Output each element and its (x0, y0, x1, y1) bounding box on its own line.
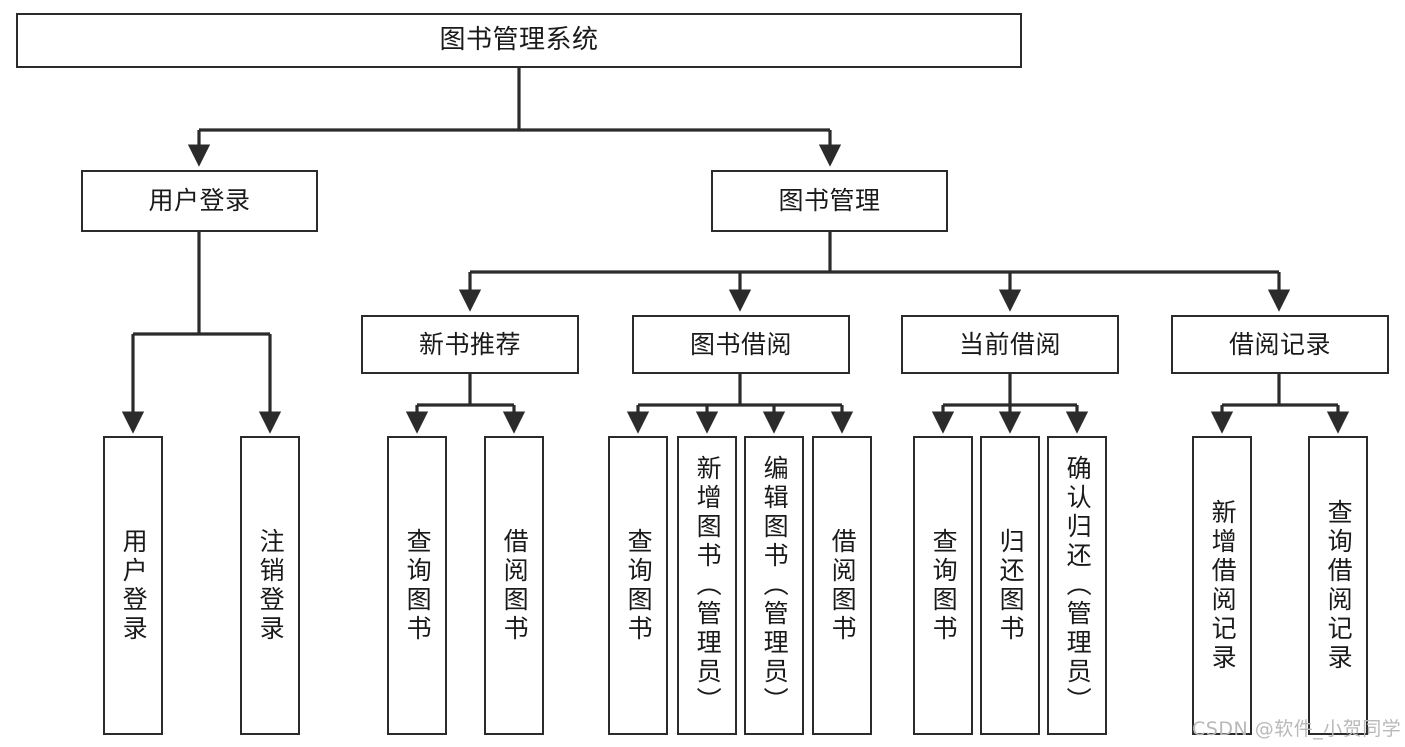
node-leaf-query-book-1[interactable]: 查询图书 (387, 436, 447, 735)
node-new-book-rec-label: 新书推荐 (418, 329, 521, 359)
node-leaf-confirm-return-label: 确认归还（管理员） (1063, 455, 1093, 716)
node-leaf-query-book-2-label: 查询图书 (624, 527, 654, 644)
node-current-borrow-label: 当前借阅 (958, 329, 1061, 359)
node-leaf-user-login[interactable]: 用户登录 (103, 436, 163, 735)
node-leaf-borrow-book-2[interactable]: 借阅图书 (812, 436, 872, 735)
node-leaf-confirm-return[interactable]: 确认归还（管理员） (1047, 436, 1107, 735)
node-leaf-query-record[interactable]: 查询借阅记录 (1308, 436, 1368, 735)
watermark-text: CSDN @软件_小贺同学 (1192, 718, 1402, 740)
node-leaf-query-book-1-label: 查询图书 (403, 527, 433, 644)
node-leaf-return-book-label: 归还图书 (996, 527, 1026, 644)
node-leaf-borrow-book-1[interactable]: 借阅图书 (484, 436, 544, 735)
node-leaf-query-book-3-label: 查询图书 (929, 527, 959, 644)
node-leaf-query-record-label: 查询借阅记录 (1324, 498, 1354, 673)
node-borrow-record[interactable]: 借阅记录 (1171, 315, 1389, 374)
node-book-mgmt[interactable]: 图书管理 (711, 170, 948, 232)
node-leaf-add-record[interactable]: 新增借阅记录 (1192, 436, 1252, 735)
node-leaf-user-login-label: 用户登录 (119, 527, 149, 644)
node-root[interactable]: 图书管理系统 (16, 13, 1022, 68)
node-leaf-return-book[interactable]: 归还图书 (980, 436, 1040, 735)
node-book-mgmt-label: 图书管理 (778, 186, 881, 216)
node-new-book-rec[interactable]: 新书推荐 (361, 315, 579, 374)
node-book-borrow[interactable]: 图书借阅 (632, 315, 850, 374)
node-leaf-logout-label: 注销登录 (256, 527, 286, 644)
node-leaf-query-book-2[interactable]: 查询图书 (608, 436, 668, 735)
node-leaf-add-book-label: 新增图书（管理员） (693, 455, 723, 716)
node-leaf-edit-book[interactable]: 编辑图书（管理员） (744, 436, 804, 735)
node-leaf-edit-book-label: 编辑图书（管理员） (760, 455, 790, 716)
node-leaf-borrow-book-2-label: 借阅图书 (828, 527, 858, 644)
node-root-label: 图书管理系统 (439, 25, 599, 56)
node-user-login[interactable]: 用户登录 (81, 170, 318, 232)
node-user-login-label: 用户登录 (148, 186, 251, 216)
node-book-borrow-label: 图书借阅 (689, 329, 792, 359)
node-leaf-borrow-book-1-label: 借阅图书 (500, 527, 530, 644)
node-leaf-logout[interactable]: 注销登录 (240, 436, 300, 735)
node-leaf-query-book-3[interactable]: 查询图书 (913, 436, 973, 735)
node-current-borrow[interactable]: 当前借阅 (901, 315, 1119, 374)
node-leaf-add-book[interactable]: 新增图书（管理员） (677, 436, 737, 735)
node-leaf-add-record-label: 新增借阅记录 (1208, 498, 1238, 673)
node-borrow-record-label: 借阅记录 (1228, 329, 1331, 359)
